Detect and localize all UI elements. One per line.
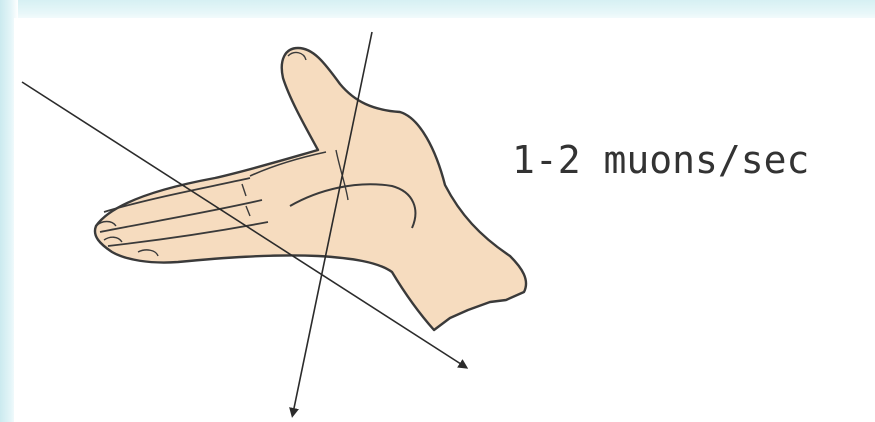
- muon-rate-label: 1-2 muons/sec: [512, 141, 809, 179]
- hand-outline: [95, 48, 526, 330]
- hand-illustration: [95, 48, 526, 330]
